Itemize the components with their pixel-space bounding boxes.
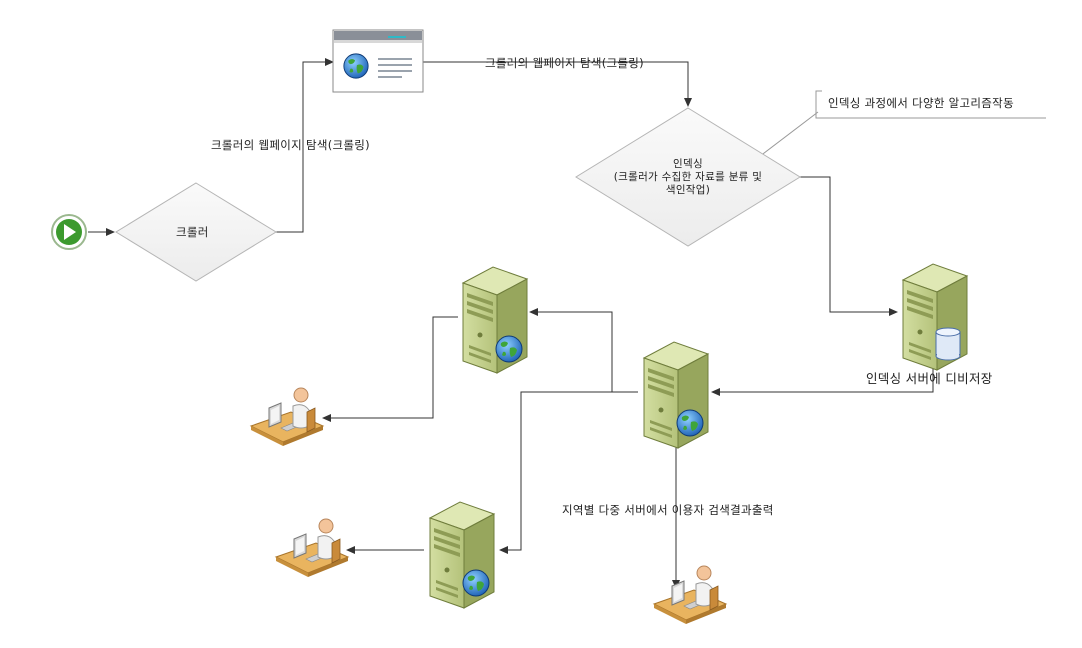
connector-crawler-webpage [276,58,334,233]
connector-central-lower-server [499,391,638,554]
crawler-diamond [115,182,277,282]
connector-lines [88,58,934,589]
label-crawl-to-page: 크롤러의 웹페이지 탐색(크롤링) [211,138,370,152]
crawler-label: 크롤러 [176,225,209,239]
regional-servers-label: 지역별 다중 서버에서 이용자 검색결과출력 [562,503,774,517]
db-server-label: 인덱싱 서버에 디비저장 [866,371,993,386]
lower-web-server-icon [429,501,495,609]
annotation-leader-line [754,111,819,161]
connector-upper-server-user1 [322,316,458,422]
start-play-icon [51,214,87,250]
connector-central-upper-server [529,308,638,393]
annotation-bracket [815,90,1046,119]
connector-indexing-dbserver [800,176,898,316]
annotation-text: 인덱싱 과정에서 다양한 알고리즘작동 [828,96,1014,110]
indexing-diamond [575,107,801,247]
connector-webpage-indexing [423,61,692,107]
connector-dbserver-central [711,368,934,396]
user-workstation-icon [653,565,727,625]
central-web-server-icon [643,341,709,449]
user-workstation-icon [275,518,349,578]
upper-web-server-icon [462,266,528,374]
indexing-title: 인덱싱 [673,158,703,170]
indexing-desc-line1: (크롤러가 수집한 자료를 분류 및 [613,171,763,183]
user-workstation-icon [250,387,324,447]
indexing-label: 인덱싱 (크롤러가 수집한 자료를 분류 및 색인작업) [578,158,798,197]
indexing-desc-line2: 색인작업) [665,184,711,196]
db-server-icon [902,263,968,371]
label-page-to-indexing: 크롤러의 웹페이지 탐색(크롤링) [485,56,644,70]
database-icon [935,327,961,361]
webpage-icon [332,29,424,93]
